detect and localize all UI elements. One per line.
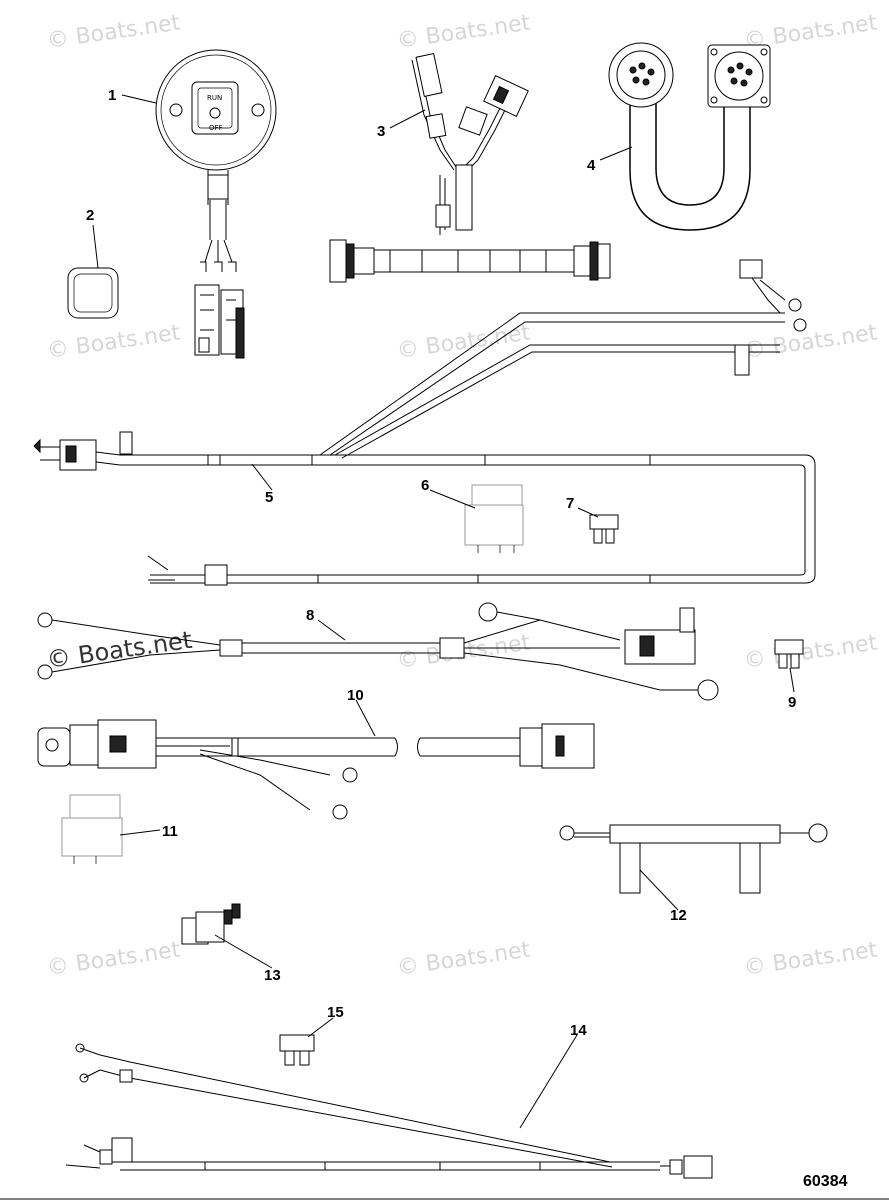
part-6-relay [464,484,524,553]
part-2-square-cap [67,267,119,319]
leader-lines [92,94,795,1129]
watermark: © Boats.net [742,630,879,673]
watermark: © Boats.net [45,10,182,53]
part-8-harness [37,602,719,701]
callout-8: 8 [306,607,314,624]
watermark: © Boats.net [742,937,879,980]
callout-7: 7 [566,495,574,512]
callout-12: 12 [670,907,687,924]
part-4-u-harness [608,42,771,231]
switch-off-label: OFF [209,124,223,132]
callout-5: 5 [265,489,273,506]
callout-11: 11 [162,823,178,840]
part-7-fuse [589,514,619,544]
part-5-main-harness [33,259,816,586]
part-9-fuse [774,639,804,669]
part-10-harness [37,719,595,820]
callout-2: 2 [86,207,94,224]
diagram-reference-number: 60384 [803,1173,848,1190]
watermark: © Boats.net [45,937,182,980]
part-13-push-button [181,903,241,945]
callout-1: 1 [108,87,116,104]
callout-13: 13 [264,967,281,984]
callout-6: 6 [421,477,429,494]
callout-15: 15 [327,1004,344,1021]
switch-run-label: RUN [207,94,222,102]
part-15-fuse [279,1034,315,1066]
callout-14: 14 [570,1022,587,1039]
part-3-t-harness [329,52,611,283]
part-1-key-switch: RUN OFF [155,49,277,359]
watermark: © Boats.net [742,320,879,363]
callout-4: 4 [587,157,596,174]
callout-3: 3 [377,123,385,140]
part-11-relay [61,794,123,864]
callouts: 1 2 3 4 5 6 7 8 9 10 11 12 13 14 15 [86,87,796,1039]
watermark: © Boats.net [45,320,182,363]
watermark: © Boats.net [395,320,532,363]
part-14-long-harness [65,1043,713,1179]
watermark: © Boats.net [395,10,532,53]
callout-9: 9 [788,694,796,711]
watermark: © Boats.net [395,937,532,980]
watermark-bold: © Boats.net [45,626,194,674]
callout-10: 10 [347,687,364,704]
part-12-strap-harness [559,823,828,894]
